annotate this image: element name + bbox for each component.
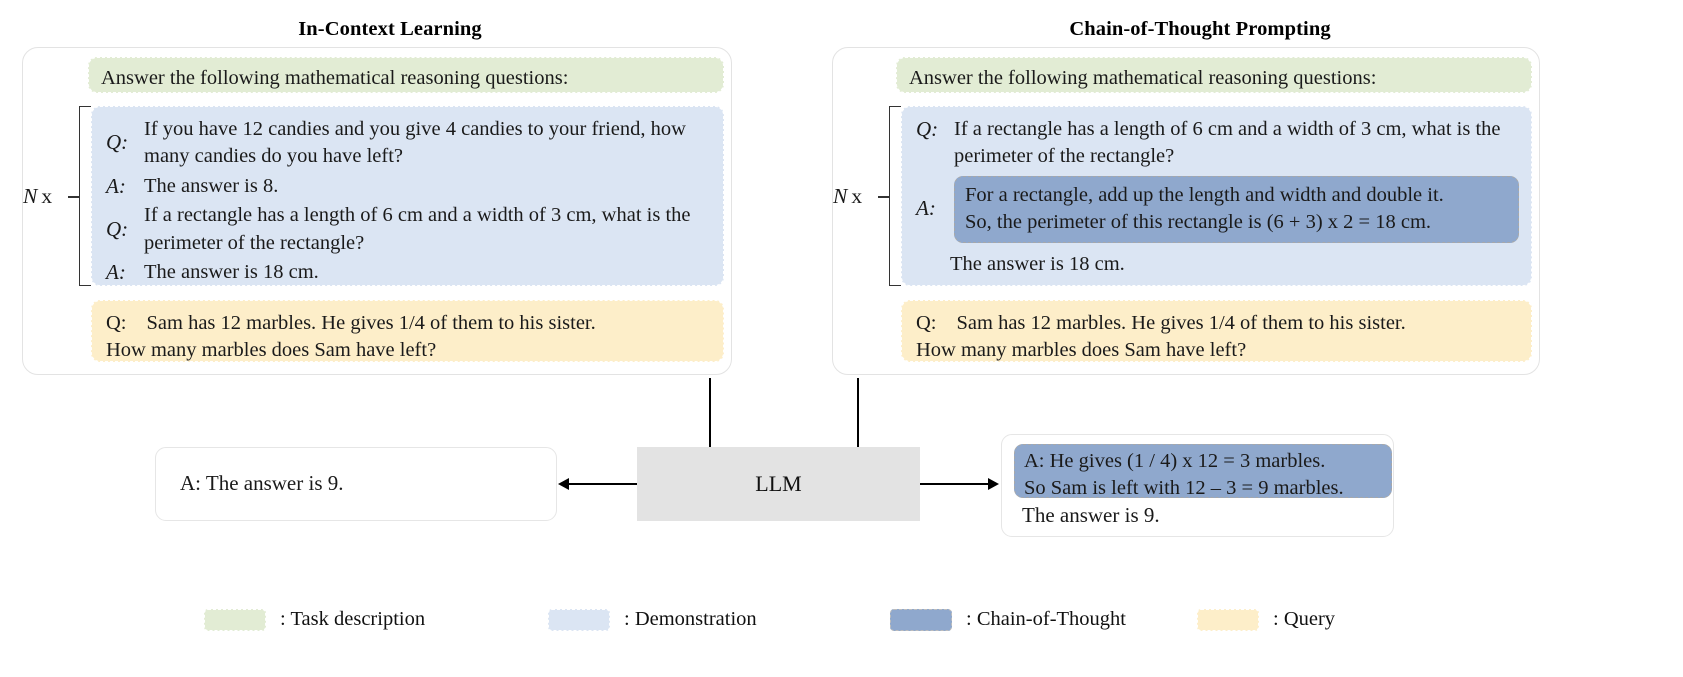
demo-row-left-1: A: The answer is 8. (102, 173, 709, 201)
arrow-right-panel-to-llm-line (857, 378, 859, 458)
query-block-right: Q: Sam has 12 marbles. He gives 1/4 of th… (901, 300, 1532, 362)
demo-row-left-2: Q: If a rectangle has a length of 6 cm a… (102, 202, 709, 257)
output-text-left: A: The answer is 9. (180, 471, 344, 495)
output-cot-line2-right: So Sam is left with 12 – 3 = 9 marbles. (1024, 476, 1344, 499)
demo-row-right-1: A: For a rectangle, add up the length an… (912, 175, 1519, 243)
task-description-text-left: Answer the following mathematical reason… (101, 67, 569, 89)
legend-swatch-chain-of-thought (890, 608, 952, 631)
demo-row-left-3: A: The answer is 18 cm. (102, 259, 709, 287)
demonstration-block-right: Q: If a rectangle has a length of 6 cm a… (901, 106, 1532, 286)
repeat-bracket-right (889, 106, 901, 286)
demo-text-right-0: If a rectangle has a length of 6 cm and … (954, 118, 1501, 168)
legend-label-chain-of-thought: : Chain-of-Thought (966, 608, 1126, 630)
legend-item-chain-of-thought: : Chain-of-Thought (890, 608, 1126, 631)
legend-swatch-task-description (204, 608, 266, 631)
query-line2-right: How many marbles does Sam have left? (916, 339, 1247, 362)
query-label-left: Q: (106, 312, 127, 334)
query-block-left: Q: Sam has 12 marbles. He gives 1/4 of th… (91, 300, 724, 362)
arrow-llm-to-right-output-line (920, 483, 988, 485)
demo-label-left-0: Q: (106, 130, 129, 155)
output-cot-line1-right: A: He gives (1 / 4) x 12 = 3 marbles. (1024, 450, 1326, 472)
repeat-bracket-left (79, 106, 91, 286)
repeat-count-x-right: x (851, 184, 863, 208)
cot-line1-right: For a rectangle, add up the length and w… (965, 183, 1444, 206)
repeat-bracket-connector-right (878, 196, 889, 198)
legend-item-demonstration: : Demonstration (548, 608, 757, 631)
output-final-answer-right: The answer is 9. (1022, 503, 1160, 527)
demonstration-block-left: Q: If you have 12 candies and you give 4… (91, 106, 724, 286)
legend-item-task-description: : Task description (204, 608, 425, 631)
repeat-bracket-connector-left (68, 196, 79, 198)
arrow-llm-to-left-output-head (558, 477, 569, 490)
query-line1-right: Sam has 12 marbles. He gives 1/4 of them… (956, 312, 1406, 334)
demo-text-left-0: If you have 12 candies and you give 4 ca… (144, 118, 686, 168)
demo-final-answer-right: The answer is 18 cm. (950, 253, 1125, 275)
legend-label-demonstration: : Demonstration (624, 608, 757, 630)
legend-label-query: : Query (1273, 608, 1336, 630)
repeat-count-n-left: N (23, 184, 38, 208)
demo-label-right-1: A: (916, 196, 936, 221)
panel-title-in-context-learning: In-Context Learning (298, 18, 482, 40)
demo-label-left-3: A: (106, 259, 126, 284)
output-chain-of-thought-block-right: A: He gives (1 / 4) x 12 = 3 marbles. So… (1014, 444, 1392, 499)
demo-text-left-1: The answer is 8. (144, 174, 279, 197)
arrow-llm-to-left-output-line (569, 483, 637, 485)
arrow-llm-to-right-output-head (988, 477, 999, 490)
repeat-count-x-left: x (41, 184, 53, 208)
repeat-count-n-right: N (833, 184, 848, 208)
demo-text-left-2: If a rectangle has a length of 6 cm and … (144, 204, 691, 254)
query-line1-left: Sam has 12 marbles. He gives 1/4 of them… (146, 312, 596, 334)
task-description-text-right: Answer the following mathematical reason… (909, 67, 1377, 89)
query-label-right: Q: (916, 312, 937, 334)
demo-label-left-2: Q: (106, 216, 129, 241)
demo-label-left-1: A: (106, 173, 126, 198)
llm-box[interactable]: LLM (637, 447, 920, 521)
legend-swatch-demonstration (548, 608, 610, 631)
demo-row-left-0: Q: If you have 12 candies and you give 4… (102, 116, 709, 171)
panel-title-chain-of-thought-prompting: Chain-of-Thought Prompting (1069, 18, 1331, 40)
demo-text-left-3: The answer is 18 cm. (144, 260, 319, 283)
chain-of-thought-block-right: For a rectangle, add up the length and w… (954, 175, 1519, 243)
llm-label: LLM (755, 471, 802, 496)
output-card-left (155, 447, 557, 521)
legend-swatch-query (1197, 608, 1259, 631)
legend-label-task-description: : Task description (280, 608, 426, 630)
arrow-left-panel-to-llm-line (709, 378, 711, 458)
query-line2-left: How many marbles does Sam have left? (106, 339, 437, 362)
demo-row-right-0: Q: If a rectangle has a length of 6 cm a… (912, 116, 1519, 171)
demo-label-right-0: Q: (916, 117, 939, 141)
legend-item-query: : Query (1197, 608, 1335, 631)
cot-line2-right: So, the perimeter of this rectangle is (… (965, 210, 1432, 233)
task-description-block-right: Answer the following mathematical reason… (896, 57, 1532, 93)
task-description-block-left: Answer the following mathematical reason… (88, 57, 724, 93)
